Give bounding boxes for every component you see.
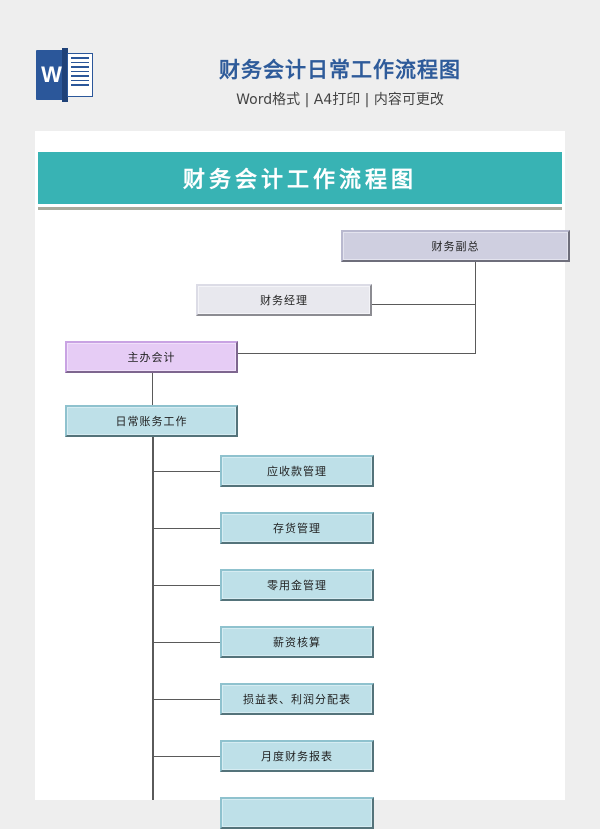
word-icon-line <box>71 66 89 68</box>
node-receivables-management[interactable]: 应收款管理 <box>220 455 374 487</box>
connector-branch <box>152 756 220 757</box>
node-income-profit-statement[interactable]: 损益表、利润分配表 <box>220 683 374 715</box>
page-subtitle: Word格式 | A4打印 | 内容可更改 <box>236 92 444 108</box>
connector-branch <box>152 699 220 700</box>
node-inventory-management[interactable]: 存货管理 <box>220 512 374 544</box>
node-finance-vp[interactable]: 财务副总 <box>341 230 570 262</box>
connector-branch <box>152 471 220 472</box>
document-banner-title: 财务会计工作流程图 <box>38 152 562 204</box>
connector-branch <box>152 585 220 586</box>
flowchart-canvas: 财务副总 财务经理 主办会计 日常账务工作 应收款管理 存货管理 零用金管理 薪… <box>35 131 570 829</box>
connector-accountant-right <box>238 353 476 354</box>
word-icon-line <box>71 57 89 59</box>
node-label: 财务副总 <box>431 240 480 253</box>
word-icon-line <box>71 84 89 86</box>
word-icon-block <box>36 50 66 100</box>
node-label: 主办会计 <box>127 351 176 364</box>
node-payroll-accounting[interactable]: 薪资核算 <box>220 626 374 658</box>
word-icon-line <box>71 75 89 77</box>
node-label: 月度财务报表 <box>261 750 333 763</box>
word-icon-fold <box>62 48 68 102</box>
word-icon-letter: W <box>41 62 62 87</box>
page-title: 财务会计日常工作流程图 <box>219 58 461 82</box>
connector-accountant-down <box>152 373 153 405</box>
node-daily-accounting[interactable]: 日常账务工作 <box>65 405 238 437</box>
node-label: 薪资核算 <box>273 636 321 649</box>
connector-trunk <box>152 437 154 800</box>
word-icon-line <box>71 61 89 63</box>
connector-branch <box>152 642 220 643</box>
node-petty-cash-management[interactable]: 零用金管理 <box>220 569 374 601</box>
node-label: 应收款管理 <box>267 465 327 478</box>
word-icon-line <box>71 79 89 81</box>
connector-branch <box>152 528 220 529</box>
word-document-icon: W <box>36 48 94 102</box>
node-finance-manager[interactable]: 财务经理 <box>196 284 372 316</box>
node-label: 存货管理 <box>273 522 321 535</box>
banner-divider <box>38 207 562 210</box>
node-label: 日常账务工作 <box>115 415 188 428</box>
word-icon-page <box>67 53 93 97</box>
page-header: W 财务会计日常工作流程图 Word格式 | A4打印 | 内容可更改 <box>0 0 600 130</box>
node-label: 零用金管理 <box>267 579 327 592</box>
connector-manager-right <box>372 304 476 305</box>
node-chief-accountant[interactable]: 主办会计 <box>65 341 238 373</box>
node-next-task-clipped[interactable] <box>220 797 374 829</box>
node-label: 财务经理 <box>260 294 308 307</box>
node-monthly-financial-report[interactable]: 月度财务报表 <box>220 740 374 772</box>
document-sheet: 财务会计工作流程图 财务副总 财务经理 主办会计 日常账务工作 <box>35 131 570 829</box>
word-icon-line <box>71 70 89 72</box>
node-label: 损益表、利润分配表 <box>243 693 351 706</box>
connector-vp-down <box>475 262 476 353</box>
